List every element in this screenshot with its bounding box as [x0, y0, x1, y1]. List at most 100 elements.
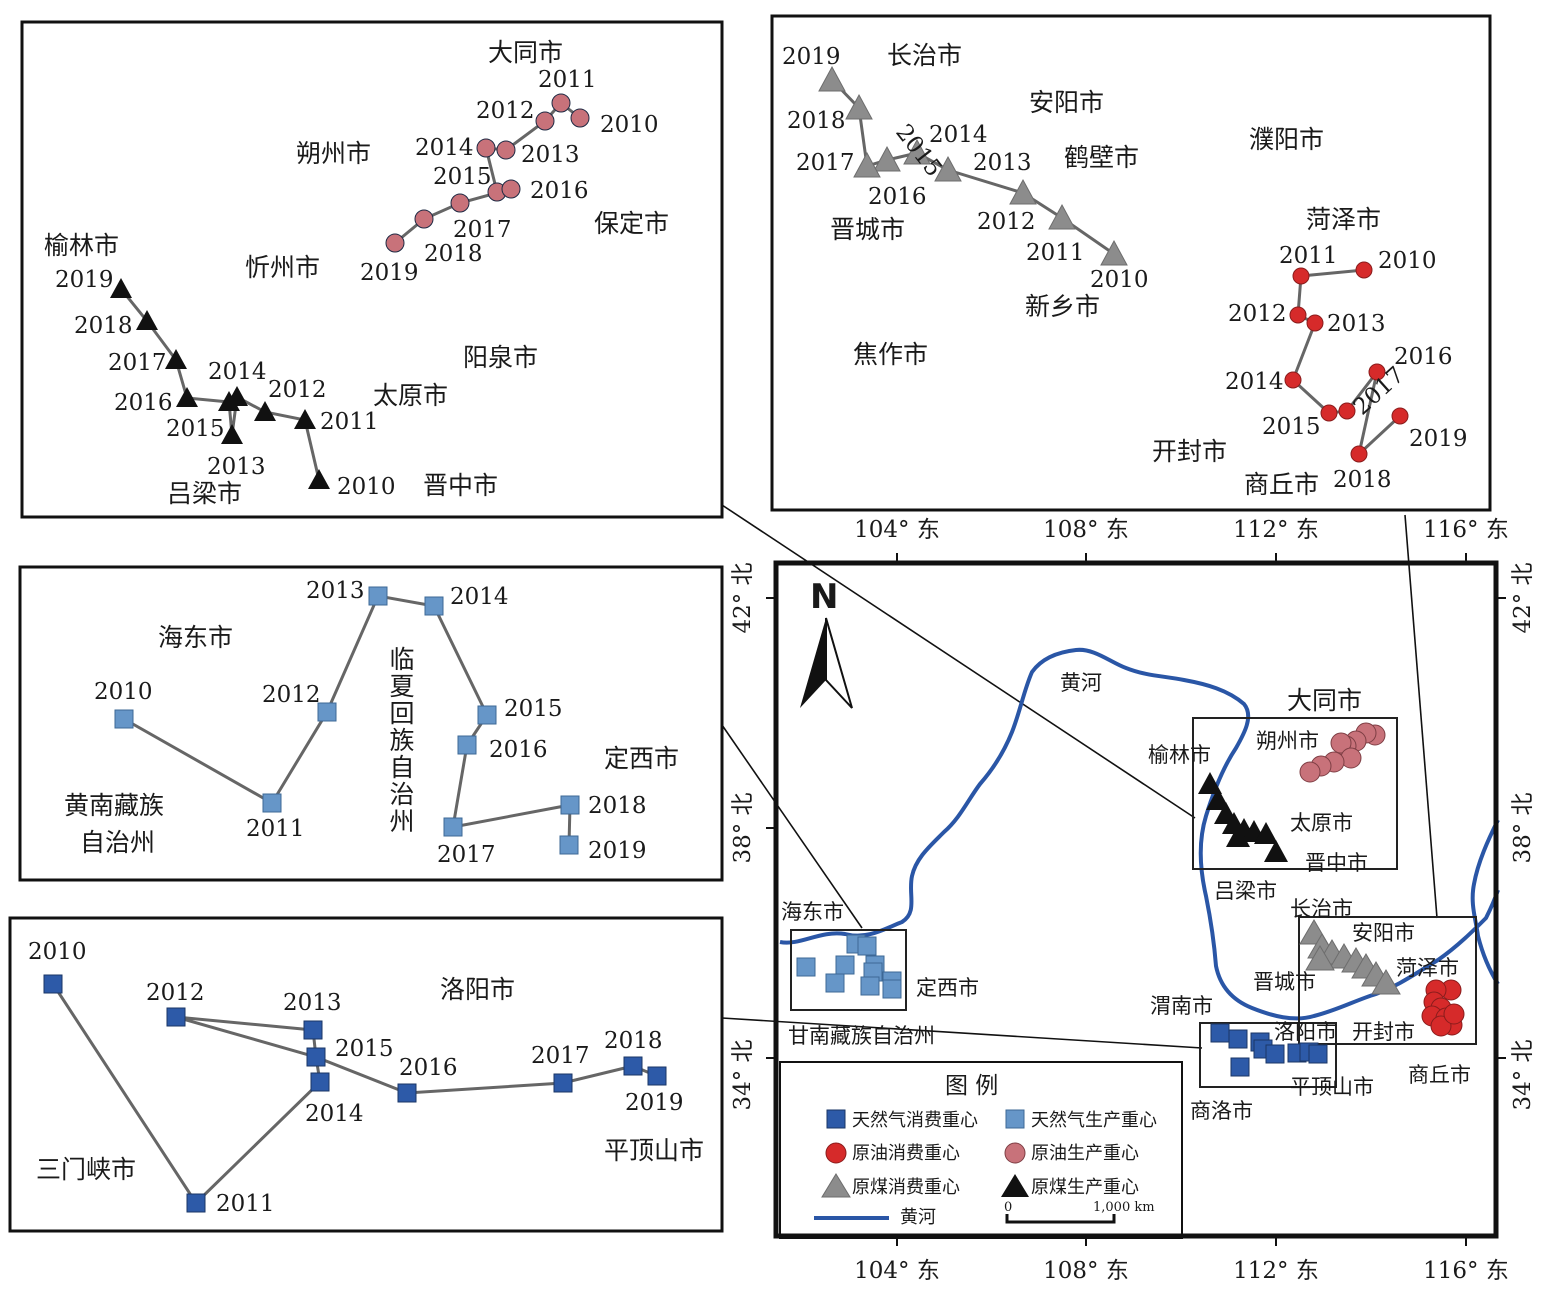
oil-consumption-point — [1350, 445, 1368, 463]
year-label: 2013 — [207, 454, 266, 480]
legend-oil-consumption-icon — [825, 1142, 847, 1164]
gas-production-point — [443, 817, 463, 837]
gas-consumption-trajectory — [51, 983, 658, 1206]
river-east-branch — [1470, 819, 1500, 986]
lon-tick-label: 108° 东 — [1043, 1258, 1129, 1284]
oil-production-point — [501, 179, 521, 199]
main-place-labels: 大同市 朔州市 榆林市 太原市 晋中市 吕梁市 长治市 安阳市 菏泽市 晋城市 … — [781, 686, 1471, 1123]
year-label: 2015 — [335, 1036, 394, 1062]
coal-production-point — [136, 310, 158, 330]
place-label-shangqiu: 商丘市 — [1244, 470, 1319, 499]
main-map: 104° 东 108° 东 112° 东 116° 东 104° 东 108° … — [730, 517, 1536, 1284]
coal-production-point — [110, 278, 132, 298]
year-label: 2012 — [476, 98, 535, 124]
main-map-frame — [773, 560, 1499, 1239]
main-coal-production-cluster — [1198, 772, 1288, 862]
gas-consumption-point — [306, 1047, 326, 1067]
place-label-xinxiang: 新乡市 — [1025, 292, 1100, 321]
legend-river: 黄河 — [900, 1207, 936, 1228]
year-label: 2014 — [450, 584, 509, 610]
north-arrow: N — [800, 577, 853, 709]
gas-production-point — [114, 709, 134, 729]
year-label: 2015 — [166, 416, 225, 442]
year-label: 2017 — [437, 842, 496, 868]
connector-shanxi — [721, 504, 1196, 819]
coal-production-point — [254, 401, 276, 421]
year-label: 2010 — [1378, 248, 1437, 274]
year-label: 2016 — [399, 1055, 458, 1081]
year-label: 2018 — [588, 793, 647, 819]
main-label-dingxi: 定西市 — [916, 976, 979, 1000]
legend-gas-production-icon — [1005, 1109, 1025, 1129]
year-label: 2019 — [1409, 426, 1468, 452]
gas-production-trajectory — [123, 594, 572, 846]
year-label: 2011 — [1279, 243, 1338, 269]
oil-consumption-point — [1306, 314, 1324, 332]
main-gas-consumption-cluster — [1210, 1023, 1328, 1077]
main-label-changzhi: 长治市 — [1290, 897, 1353, 921]
oil-production-point — [385, 233, 405, 253]
inset-shanxi-frame — [20, 20, 724, 519]
oil-production-trajectory — [394, 100, 581, 245]
place-label-yulin: 榆林市 — [44, 231, 119, 260]
place-label-shuozhou: 朔州市 — [296, 139, 371, 168]
place-label-pingdingshan: 平顶山市 — [604, 1136, 704, 1165]
place-label-xinzhou: 忻州市 — [245, 253, 320, 282]
oil-consumption-point — [1338, 402, 1356, 420]
gas-consumption-point — [186, 1193, 206, 1213]
gas-production-point — [560, 795, 580, 815]
year-label: 2014 — [929, 122, 988, 148]
gas-consumption-point — [397, 1083, 417, 1103]
place-label-datong: 大同市 — [488, 38, 563, 67]
oil-production-point — [414, 209, 434, 229]
oil-production-point — [476, 138, 496, 158]
north-label: N — [810, 577, 838, 617]
legend-gas-consumption-icon — [826, 1109, 846, 1129]
oil-consumption-point — [1289, 306, 1307, 324]
year-label: 2012 — [977, 209, 1036, 235]
gas-consumption-point — [553, 1073, 573, 1093]
main-label-jincheng: 晋城市 — [1253, 970, 1316, 994]
main-label-gannan: 甘南藏族自治州 — [788, 1024, 935, 1048]
main-label-kaifeng: 开封市 — [1352, 1020, 1415, 1044]
place-label-haidong: 海东市 — [158, 623, 233, 652]
main-label-shangqiu: 商丘市 — [1408, 1063, 1471, 1087]
oil-consumption-point — [1391, 407, 1409, 425]
lon-ticks-bottom: 104° 东 108° 东 112° 东 116° 东 — [854, 1258, 1509, 1284]
main-label-lvliang: 吕梁市 — [1214, 879, 1277, 903]
coal-production-point — [218, 391, 240, 411]
legend-box — [779, 1061, 1183, 1239]
coal-production-point — [308, 469, 330, 489]
coal-consumption-point — [1009, 178, 1037, 205]
year-label: 2016 — [1394, 344, 1453, 370]
lon-tick-label: 112° 东 — [1233, 1258, 1319, 1284]
lon-tick-label: 104° 东 — [854, 517, 940, 543]
main-label-haidong: 海东市 — [781, 900, 844, 924]
year-label: 2018 — [604, 1028, 663, 1054]
year-label: 2019 — [588, 838, 647, 864]
year-label: 2016 — [868, 184, 927, 210]
year-label: 2010 — [337, 474, 396, 500]
year-label: 2011 — [320, 409, 379, 435]
oil-consumption-trajectory — [1291, 268, 1402, 459]
place-label-dingxi: 定西市 — [604, 744, 679, 773]
gas-production-point — [457, 735, 477, 755]
oil-consumption-points — [1284, 261, 1409, 463]
main-label-anyang: 安阳市 — [1352, 921, 1415, 945]
year-label: 2013 — [283, 990, 342, 1016]
year-label: 2017 — [108, 350, 167, 376]
year-label: 2015 — [433, 164, 492, 190]
legend: 图 例 天然气消费重心 天然气生产重心 原油消费重心 原油生产重心 原煤消费重心… — [779, 1061, 1183, 1239]
coal-production-year-labels: 2010 2011 2012 2013 2014 2015 2016 2017 … — [55, 267, 396, 500]
oil-production-point — [450, 193, 470, 213]
oil-consumption-point — [1284, 371, 1302, 389]
lon-tick-label: 108° 东 — [1043, 517, 1129, 543]
coal-production-trajectory — [119, 288, 321, 481]
gas-consumption-point — [310, 1072, 330, 1092]
gas-production-point — [317, 702, 337, 722]
year-label: 2017 — [796, 150, 855, 176]
coal-consumption-point — [1048, 203, 1076, 230]
oil-consumption-point — [1355, 261, 1373, 279]
main-label-shuozhou: 朔州市 — [1256, 729, 1319, 753]
place-label-jinzhong: 晋中市 — [423, 471, 498, 500]
